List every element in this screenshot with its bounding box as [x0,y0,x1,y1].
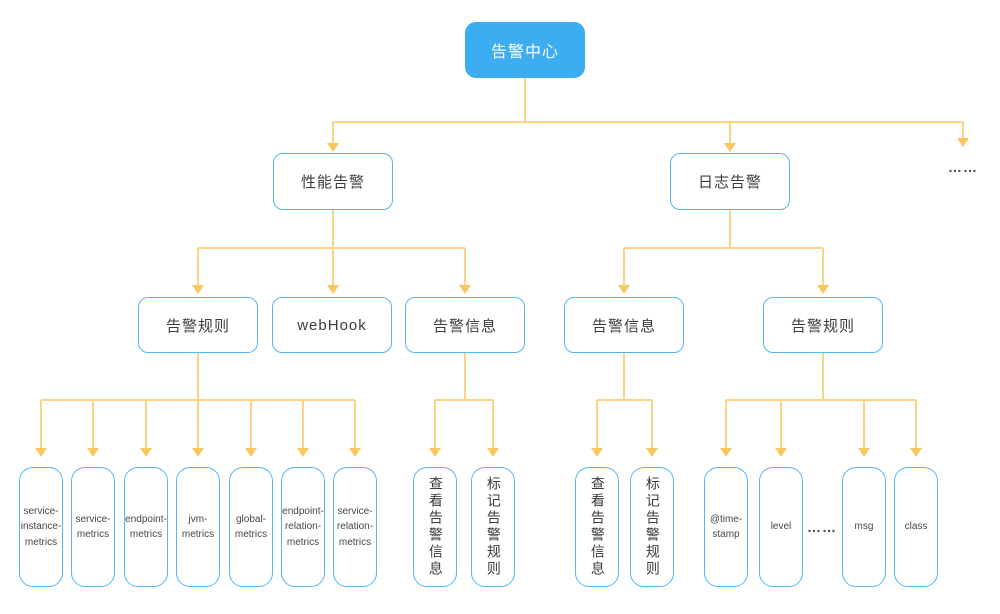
leaf-service-metrics: service-metrics [71,467,115,587]
leaf-service-instance-metrics: service-instance-metrics [19,467,63,587]
node-alarm-info-performance: 告警信息 [405,297,525,353]
leaf-class-field: class [894,467,938,587]
leaf-service-relation-metrics: service-relation-metrics [333,467,377,587]
node-webhook: webHook [272,297,392,353]
leaf-view-alarm-info-performance: 查看告警信息 [413,467,457,587]
node-alarm-info-log: 告警信息 [564,297,684,353]
node-alert-center: 告警中心 [465,22,585,78]
leaf-endpoint-metrics: endpoint-metrics [124,467,168,587]
arrow-heads [35,138,969,457]
leaf-msg-field: msg [842,467,886,587]
leaf-view-alarm-info-log: 查看告警信息 [575,467,619,587]
leaf-jvm-metrics: jvm-metrics [176,467,220,587]
node-log-alert: 日志告警 [670,153,790,210]
node-performance-alert: 性能告警 [273,153,393,210]
leaf-mark-alarm-rules-log: 标记告警规则 [630,467,674,587]
connector-lines [40,78,964,448]
leaf-timestamp-field: @time-stamp [704,467,748,587]
more-fields-ellipsis: …… [807,519,837,535]
leaf-mark-alarm-rules-performance: 标记告警规则 [471,467,515,587]
leaf-level-field: level [759,467,803,587]
more-branches-ellipsis: …… [948,159,978,175]
leaf-endpoint-relation-metrics: endpoint-relation-metrics [281,467,325,587]
node-alarm-rules-log: 告警规则 [763,297,883,353]
leaf-global-metrics: global-metrics [229,467,273,587]
node-alarm-rules-performance: 告警规则 [138,297,258,353]
